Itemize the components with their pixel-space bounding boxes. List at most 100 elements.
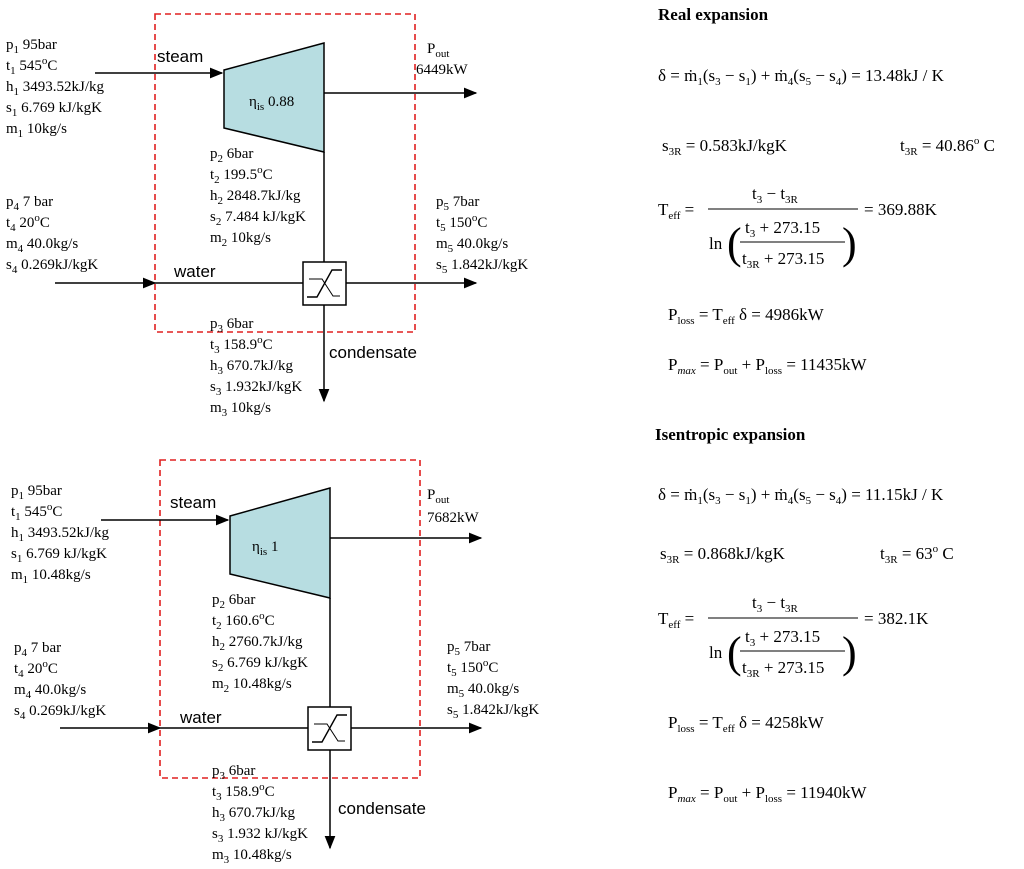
svg-text:m2 10.48kg/s: m2 10.48kg/s — [212, 676, 292, 695]
condensate-label: condensate — [338, 799, 426, 818]
svg-text:p3 6bar: p3 6bar — [212, 763, 255, 782]
delta-equation: δ = ṁ1(s3 − s1) + ṁ4(s5 − s4) = 11.15kJ … — [658, 485, 944, 507]
state-4-labels: p4 7 bar t4 20oC m4 40.0kg/s s4 0.269kJ/… — [14, 640, 106, 722]
pout-label: Pout — [427, 41, 449, 60]
svg-text:t3 158.9oC: t3 158.9oC — [212, 781, 275, 803]
svg-text:s4 0.269kJ/kgK: s4 0.269kJ/kgK — [6, 257, 98, 276]
svg-text:m1 10.48kg/s: m1 10.48kg/s — [11, 567, 91, 586]
svg-text:t2 160.6oC: t2 160.6oC — [212, 610, 275, 632]
pout-value: 6449kW — [416, 62, 469, 78]
svg-text:Teff =: Teff = — [658, 200, 694, 222]
section-title: Real expansion — [658, 5, 769, 24]
svg-text:m3 10kg/s: m3 10kg/s — [210, 400, 271, 419]
svg-text:p2 6bar: p2 6bar — [212, 592, 255, 611]
svg-text:t4 20oC: t4 20oC — [14, 658, 58, 680]
svg-text:ln: ln — [709, 234, 723, 253]
svg-text:t1 545oC: t1 545oC — [11, 501, 62, 523]
water-label: water — [173, 262, 216, 281]
turbine — [229, 487, 331, 599]
state-5-labels: p5 7bar t5 150oC m5 40.0kg/s s5 1.842kJ/… — [436, 194, 528, 276]
svg-text:h2 2760.7kJ/kg: h2 2760.7kJ/kg — [212, 634, 303, 653]
svg-text:s3 1.932kJ/kgK: s3 1.932kJ/kgK — [210, 379, 302, 398]
svg-text:t1 545oC: t1 545oC — [6, 55, 57, 77]
pmax-equation: Pmax = Pout + Ploss = 11940kW — [668, 783, 868, 805]
system-boundary — [154, 13, 416, 333]
svg-text:h2 2848.7kJ/kg: h2 2848.7kJ/kg — [210, 188, 301, 207]
svg-text:p5 7bar: p5 7bar — [436, 194, 479, 213]
t3r-equation: t3R = 63o C — [880, 543, 954, 566]
pout-value: 7682kW — [427, 510, 480, 526]
svg-text:ln: ln — [709, 643, 723, 662]
svg-text:(: ( — [727, 628, 742, 677]
delta-equation: δ = ṁ1(s3 − s1) + ṁ4(s5 − s4) = 13.48kJ … — [658, 66, 945, 88]
svg-text:= 382.1K: = 382.1K — [864, 609, 929, 628]
system-boundary — [159, 459, 421, 779]
diagram-real: ηis 0.88 steam Pout 6449kW water condens… — [6, 13, 528, 419]
pout-label: Pout — [427, 487, 449, 506]
pmax-equation: Pmax = Pout + Ploss = 11435kW — [668, 355, 868, 377]
svg-text:m2 10kg/s: m2 10kg/s — [210, 230, 271, 249]
teff-equation: Teff = t3 − t3R ln ( ) t3 + 273.15 t3R +… — [658, 184, 938, 271]
t3r-equation: t3R = 40.86o C — [900, 135, 995, 158]
svg-text:Teff =: Teff = — [658, 609, 694, 631]
hx-coil-2 — [314, 723, 345, 742]
svg-text:p4 7 bar: p4 7 bar — [14, 640, 61, 659]
steam-label: steam — [157, 47, 203, 66]
state-1-labels: p1 95bar t1 545oC h1 3493.52kJ/kg s1 6.7… — [11, 483, 110, 586]
turbine-eta: ηis 1 — [252, 539, 278, 558]
s3r-equation: s3R = 0.583kJ/kgK — [662, 136, 788, 158]
svg-text:p1 95bar: p1 95bar — [11, 483, 62, 502]
svg-text:m5 40.0kg/s: m5 40.0kg/s — [436, 236, 508, 255]
svg-text:t3 + 273.15: t3 + 273.15 — [745, 218, 820, 240]
svg-text:h1 3493.52kJ/kg: h1 3493.52kJ/kg — [6, 79, 105, 98]
svg-text:p1 95bar: p1 95bar — [6, 37, 57, 56]
svg-text:s2 7.484 kJ/kgK: s2 7.484 kJ/kgK — [210, 209, 306, 228]
svg-text:m4 40.0kg/s: m4 40.0kg/s — [14, 682, 86, 701]
state-3-labels: p3 6bar t3 158.9oC h3 670.7kJ/kg s3 1.93… — [210, 316, 302, 419]
state-3-labels: p3 6bar t3 158.9oC h3 670.7kJ/kg s3 1.93… — [212, 763, 308, 866]
svg-text:s3 1.932 kJ/kgK: s3 1.932 kJ/kgK — [212, 826, 308, 845]
svg-text:m4 40.0kg/s: m4 40.0kg/s — [6, 236, 78, 255]
svg-text:t3 + 273.15: t3 + 273.15 — [745, 627, 820, 649]
svg-text:s5 1.842kJ/kgK: s5 1.842kJ/kgK — [447, 702, 539, 721]
equations-isentropic: Isentropic expansion δ = ṁ1(s3 − s1) + ṁ… — [655, 425, 954, 805]
svg-text:): ) — [842, 628, 857, 677]
svg-text:t3R + 273.15: t3R + 273.15 — [742, 249, 824, 271]
diagram-isentropic: ηis 1 steam Pout 7682kW water condensate… — [11, 459, 539, 866]
hx-coil-2 — [309, 278, 340, 297]
svg-text:t3 − t3R: t3 − t3R — [752, 593, 799, 615]
teff-equation: Teff = t3 − t3R ln ( ) t3 + 273.15 t3R +… — [658, 593, 929, 680]
s3r-equation: s3R = 0.868kJ/kgK — [660, 544, 786, 566]
state-2-labels: p2 6bar t2 160.6oC h2 2760.7kJ/kg s2 6.7… — [212, 592, 308, 695]
svg-text:(: ( — [727, 219, 742, 268]
svg-text:s4 0.269kJ/kgK: s4 0.269kJ/kgK — [14, 703, 106, 722]
svg-text:h3 670.7kJ/kg: h3 670.7kJ/kg — [212, 805, 296, 824]
svg-text:p2 6bar: p2 6bar — [210, 146, 253, 165]
svg-text:s2 6.769 kJ/kgK: s2 6.769 kJ/kgK — [212, 655, 308, 674]
svg-text:s5 1.842kJ/kgK: s5 1.842kJ/kgK — [436, 257, 528, 276]
svg-text:t4 20oC: t4 20oC — [6, 212, 50, 234]
svg-text:s1 6.769 kJ/kgK: s1 6.769 kJ/kgK — [6, 100, 102, 119]
svg-text:h3 670.7kJ/kg: h3 670.7kJ/kg — [210, 358, 294, 377]
svg-text:t3 158.9oC: t3 158.9oC — [210, 334, 273, 356]
svg-text:t3 − t3R: t3 − t3R — [752, 184, 799, 206]
svg-text:m1 10kg/s: m1 10kg/s — [6, 121, 67, 140]
steam-label: steam — [170, 493, 216, 512]
svg-text:p5 7bar: p5 7bar — [447, 639, 490, 658]
ploss-equation: Ploss = Teff δ = 4986kW — [668, 305, 825, 327]
svg-text:= 369.88K: = 369.88K — [864, 200, 938, 219]
ploss-equation: Ploss = Teff δ = 4258kW — [668, 713, 825, 735]
condensate-label: condensate — [329, 343, 417, 362]
state-4-labels: p4 7 bar t4 20oC m4 40.0kg/s s4 0.269kJ/… — [6, 194, 98, 276]
svg-text:h1 3493.52kJ/kg: h1 3493.52kJ/kg — [11, 525, 110, 544]
state-2-labels: p2 6bar t2 199.5oC h2 2848.7kJ/kg s2 7.4… — [210, 146, 306, 249]
svg-text:t3R + 273.15: t3R + 273.15 — [742, 658, 824, 680]
svg-text:m5 40.0kg/s: m5 40.0kg/s — [447, 681, 519, 700]
section-title: Isentropic expansion — [655, 425, 806, 444]
svg-text:t5 150oC: t5 150oC — [447, 657, 498, 679]
svg-text:s1 6.769 kJ/kgK: s1 6.769 kJ/kgK — [11, 546, 107, 565]
svg-text:t5 150oC: t5 150oC — [436, 212, 487, 234]
svg-text:m3 10.48kg/s: m3 10.48kg/s — [212, 847, 292, 866]
state-1-labels: p1 95bar t1 545oC h1 3493.52kJ/kg s1 6.7… — [6, 37, 105, 140]
state-5-labels: p5 7bar t5 150oC m5 40.0kg/s s5 1.842kJ/… — [447, 639, 539, 721]
